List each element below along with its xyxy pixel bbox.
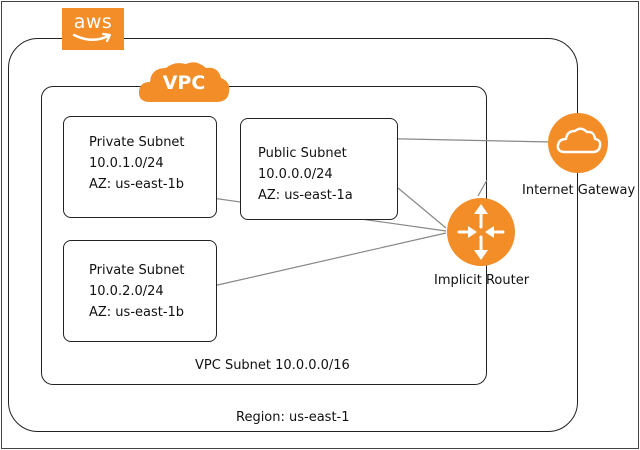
subnet-title: Private Subnet <box>89 135 185 150</box>
subnet-cidr: 10.0.0.0/24 <box>258 167 333 182</box>
private-subnet-box: Private Subnet 10.0.1.0/24 AZ: us-east-1… <box>63 116 217 218</box>
subnet-cidr: 10.0.2.0/24 <box>89 284 164 299</box>
link-router-public <box>397 187 447 229</box>
subnet-az: AZ: us-east-1b <box>89 177 185 192</box>
link-router-private-c <box>199 232 447 290</box>
aws-logo-text: aws <box>73 11 113 33</box>
link-router-gateway <box>477 179 488 197</box>
subnet-cidr: 10.0.1.0/24 <box>89 156 164 171</box>
aws-smile-icon <box>72 32 112 43</box>
implicit-router-label: Implicit Router <box>434 273 530 288</box>
vpc-cidr-label: VPC Subnet 10.0.0.0/16 <box>195 358 350 373</box>
cloud-icon <box>548 113 608 173</box>
subnet-title: Public Subnet <box>258 146 347 161</box>
public-subnet-box: Public Subnet 10.0.0.0/24 AZ: us-east-1a <box>240 118 398 220</box>
region-container <box>8 38 578 432</box>
subnet-az: AZ: us-east-1a <box>258 188 353 203</box>
vpc-badge-text: VPC <box>162 72 206 94</box>
internet-gateway-label: Internet Gateway <box>522 183 636 198</box>
aws-logo: aws <box>62 8 124 50</box>
router-arrows-icon <box>447 198 515 266</box>
region-label: Region: us-east-1 <box>236 410 350 425</box>
subnet-title: Private Subnet <box>89 263 185 278</box>
vpc-cloud-icon <box>138 62 230 102</box>
private-subnet-box: Private Subnet 10.0.2.0/24 AZ: us-east-1… <box>63 240 217 342</box>
subnet-az: AZ: us-east-1b <box>89 305 185 320</box>
